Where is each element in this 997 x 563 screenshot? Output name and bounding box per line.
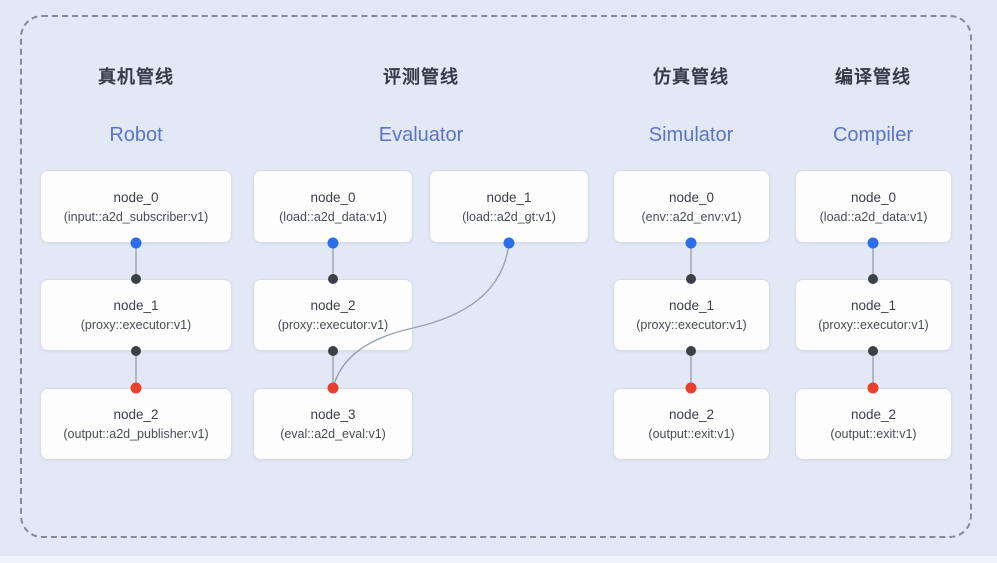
node-name: node_0 — [850, 189, 897, 205]
node-card-simulator-node1: node_1 (proxy::executor:v1) — [613, 279, 770, 351]
node-type: (load::a2d_data:v1) — [279, 209, 387, 224]
node-type: (env::a2d_env:v1) — [641, 209, 742, 224]
node-card-simulator-node2: node_2 (output::exit:v1) — [613, 388, 770, 460]
bottom-edge-strip — [0, 556, 997, 563]
node-name: node_1 — [486, 189, 532, 205]
pipeline-title-zh-compiler: 编译管线 — [835, 67, 911, 87]
node-name: node_1 — [668, 298, 715, 313]
node-name: node_2 — [113, 407, 159, 422]
node-type: (proxy::executor:v1) — [636, 318, 747, 332]
node-card-robot-node0: node_0 (input::a2d_subscriber:v1) — [40, 170, 232, 243]
node-name: node_2 — [850, 407, 897, 422]
node-card-robot-node2: node_2 (output::a2d_publisher:v1) — [40, 388, 232, 460]
pipeline-title-zh-robot: 真机管线 — [98, 67, 174, 87]
node-card-evaluator-node2: node_2 (proxy::executor:v1) — [253, 279, 413, 351]
node-type: (output::exit:v1) — [648, 427, 735, 441]
node-card-evaluator-node1: node_1 (load::a2d_gt:v1) — [429, 170, 589, 243]
node-type: (output::exit:v1) — [830, 427, 917, 441]
node-name: node_3 — [310, 407, 356, 422]
node-name: node_0 — [668, 189, 715, 205]
dashed-frame — [20, 15, 972, 538]
node-name: node_2 — [310, 298, 356, 313]
node-name: node_1 — [113, 298, 159, 313]
pipeline-title-en-robot: Robot — [109, 124, 163, 146]
node-card-simulator-node0: node_0 (env::a2d_env:v1) — [613, 170, 770, 243]
node-card-evaluator-node0: node_0 (load::a2d_data:v1) — [253, 170, 413, 243]
node-name: node_0 — [113, 189, 159, 205]
node-card-compiler-node0: node_0 (load::a2d_data:v1) — [795, 170, 952, 243]
node-type: (proxy::executor:v1) — [277, 318, 389, 332]
node-card-compiler-node1: node_1 (proxy::executor:v1) — [795, 279, 952, 351]
node-card-evaluator-node3: node_3 (eval::a2d_eval:v1) — [253, 388, 413, 460]
node-type: (output::a2d_publisher:v1) — [63, 427, 209, 441]
node-name: node_2 — [668, 407, 715, 422]
node-type: (proxy::executor:v1) — [80, 318, 192, 332]
node-card-robot-node1: node_1 (proxy::executor:v1) — [40, 279, 232, 351]
pipeline-title-zh-evaluator: 评测管线 — [383, 67, 459, 87]
node-type: (eval::a2d_eval:v1) — [280, 427, 386, 441]
node-name: node_1 — [850, 298, 897, 313]
pipeline-title-en-compiler: Compiler — [832, 124, 914, 146]
node-type: (load::a2d_gt:v1) — [462, 209, 556, 224]
node-type: (input::a2d_subscriber:v1) — [63, 209, 209, 224]
pipeline-title-en-simulator: Simulator — [648, 124, 734, 146]
node-type: (load::a2d_data:v1) — [819, 209, 928, 224]
pipeline-title-en-evaluator: Evaluator — [378, 124, 464, 146]
pipeline-title-zh-simulator: 仿真管线 — [653, 67, 729, 87]
node-name: node_0 — [310, 189, 356, 205]
node-type: (proxy::executor:v1) — [818, 318, 929, 332]
node-card-compiler-node2: node_2 (output::exit:v1) — [795, 388, 952, 460]
